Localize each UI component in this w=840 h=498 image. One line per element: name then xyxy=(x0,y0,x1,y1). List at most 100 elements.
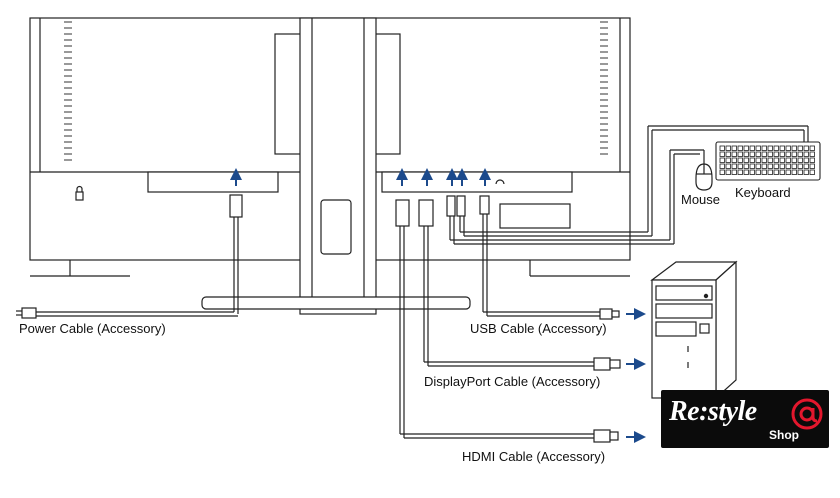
keyboard-key xyxy=(773,169,779,175)
keyboard-key xyxy=(791,145,797,151)
mouse-device xyxy=(695,163,713,191)
keyboard-key xyxy=(749,151,755,157)
keyboard-key xyxy=(791,157,797,163)
keyboard-key xyxy=(761,169,767,175)
vent-right xyxy=(600,21,608,155)
keyboard-key xyxy=(773,163,779,169)
keyboard-key xyxy=(743,157,749,163)
keyboard-key xyxy=(761,157,767,163)
usb-peripheral-cables xyxy=(446,125,809,245)
keyboard-key xyxy=(725,151,731,157)
keyboard-key xyxy=(791,169,797,175)
keyboard-key xyxy=(749,145,755,151)
keyboard-key xyxy=(743,151,749,157)
keyboard-key xyxy=(803,157,809,163)
keyboard-key xyxy=(719,145,725,151)
keyboard-key xyxy=(767,157,773,163)
keyboard-key xyxy=(779,157,785,163)
label-mouse: Mouse xyxy=(681,192,721,207)
label-hdmi-cable: HDMI Cable (Accessory) xyxy=(462,449,606,464)
keyboard-key xyxy=(809,157,815,163)
vent-left xyxy=(64,21,72,161)
keyboard-key xyxy=(743,163,749,169)
keyboard-key xyxy=(797,157,803,163)
keyboard-key xyxy=(791,163,797,169)
keyboard-key xyxy=(743,169,749,175)
keyboard-key xyxy=(803,163,809,169)
keyboard-key xyxy=(737,169,743,175)
keyboard-key xyxy=(803,169,809,175)
keyboard-key xyxy=(797,145,803,151)
keyboard-key xyxy=(803,145,809,151)
keyboard-key xyxy=(737,163,743,169)
restyle-shop-watermark: Re:style Shop xyxy=(661,390,829,448)
keyboard-key xyxy=(725,145,731,151)
keyboard-key xyxy=(773,151,779,157)
keyboard-key xyxy=(767,163,773,169)
keyboard-key xyxy=(737,145,743,151)
keyboard-key xyxy=(809,145,815,151)
pc-tower xyxy=(650,260,738,400)
keyboard-key xyxy=(749,163,755,169)
keyboard-key xyxy=(761,151,767,157)
hdmi-cable xyxy=(395,199,619,443)
keyboard-key xyxy=(767,169,773,175)
keyboard-key xyxy=(725,157,731,163)
keyboard-key xyxy=(731,169,737,175)
keyboard-key xyxy=(773,157,779,163)
label-power-cable: Power Cable (Accessory) xyxy=(19,321,166,336)
keyboard-key xyxy=(785,157,791,163)
keyboard-key xyxy=(731,163,737,169)
keyboard-key xyxy=(761,163,767,169)
label-displayport-cable: DisplayPort Cable (Accessory) xyxy=(424,374,601,389)
keyboard-key xyxy=(797,169,803,175)
keyboard-key xyxy=(809,169,815,175)
keyboard-key xyxy=(725,163,731,169)
keyboard-key xyxy=(791,151,797,157)
keyboard-key xyxy=(779,163,785,169)
keyboard-key xyxy=(731,145,737,151)
watermark-brand: Re:style xyxy=(669,396,757,427)
watermark-sub: Shop xyxy=(769,428,799,442)
keyboard-device xyxy=(715,141,821,181)
keyboard-key xyxy=(743,145,749,151)
keyboard-key xyxy=(797,151,803,157)
power-cable xyxy=(16,194,243,319)
keyboard-key xyxy=(803,151,809,157)
keyboard-key xyxy=(719,169,725,175)
keyboard-key xyxy=(809,151,815,157)
keyboard-key xyxy=(797,163,803,169)
usb-cable xyxy=(479,195,620,320)
pc-arrows xyxy=(626,308,646,443)
keyboard-key xyxy=(731,151,737,157)
keyboard-key xyxy=(809,163,815,169)
keyboard-key xyxy=(779,169,785,175)
keyboard-key xyxy=(785,145,791,151)
label-keyboard: Keyboard xyxy=(735,185,791,200)
keyboard-key xyxy=(755,151,761,157)
keyboard-key xyxy=(725,169,731,175)
keyboard-key xyxy=(785,163,791,169)
keyboard-key xyxy=(761,145,767,151)
keyboard-key xyxy=(755,145,761,151)
keyboard-key xyxy=(749,157,755,163)
keyboard-key xyxy=(737,151,743,157)
keyboard-key xyxy=(779,151,785,157)
port-arrows xyxy=(230,168,491,186)
keyboard-key xyxy=(719,151,725,157)
keyboard-key xyxy=(779,145,785,151)
keyboard-key xyxy=(785,169,791,175)
keyboard-key xyxy=(737,157,743,163)
keyboard-key xyxy=(755,169,761,175)
keyboard-key xyxy=(773,145,779,151)
at-cart-icon xyxy=(791,398,823,430)
keyboard-key xyxy=(719,163,725,169)
keyboard-key xyxy=(755,163,761,169)
keyboard-key xyxy=(755,157,761,163)
keyboard-key xyxy=(785,151,791,157)
keyboard-key xyxy=(719,157,725,163)
keyboard-key xyxy=(767,151,773,157)
keyboard-key xyxy=(749,169,755,175)
keyboard-key xyxy=(767,145,773,151)
